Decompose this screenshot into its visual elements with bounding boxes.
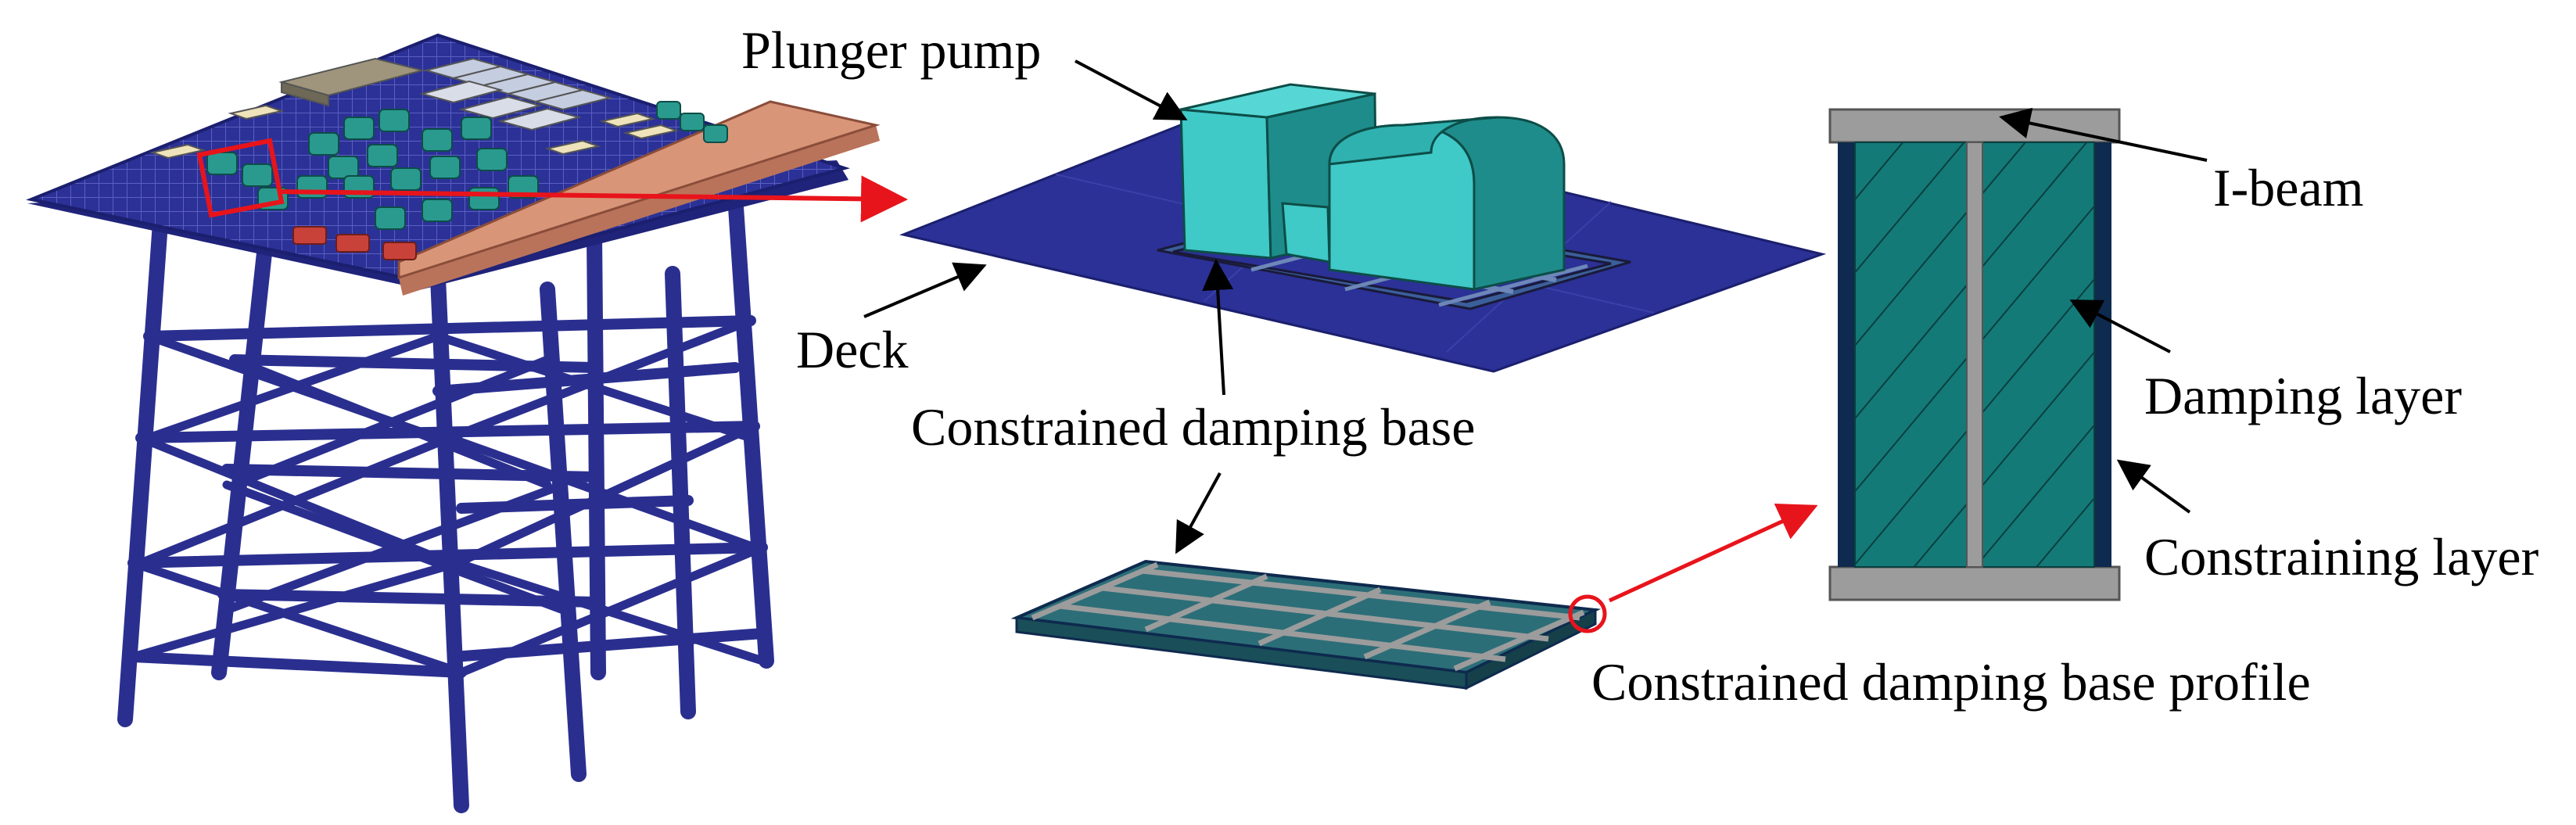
label-constraining-layer: Constraining layer bbox=[2144, 527, 2539, 586]
constraining-layer-right bbox=[2094, 142, 2111, 567]
label-damping-layer: Damping layer bbox=[2144, 366, 2462, 425]
deck-red-tanks bbox=[292, 226, 417, 260]
label-constrained-damping-base: Constrained damping base bbox=[911, 397, 1476, 457]
label-plunger-pump: Plunger pump bbox=[741, 20, 1042, 80]
i-beam-top-flange bbox=[1828, 108, 2121, 144]
label-base-profile: Constrained damping base profile bbox=[1591, 652, 2311, 712]
zoom-arrow-pump bbox=[277, 175, 908, 223]
label-i-beam: I-beam bbox=[2213, 158, 2364, 217]
leader-arrows bbox=[863, 59, 2208, 554]
constraining-layer-left bbox=[1838, 142, 1855, 567]
equipment-modules bbox=[149, 57, 680, 160]
plunger-pump-body bbox=[1179, 83, 1566, 291]
i-beam-bottom-flange bbox=[1828, 565, 2121, 601]
pump-highlight-box bbox=[196, 138, 285, 218]
zoom-arrow-profile bbox=[1608, 504, 1818, 603]
offshore-platform bbox=[26, 33, 881, 813]
i-beam-web bbox=[1966, 142, 1983, 568]
label-deck: Deck bbox=[796, 320, 909, 379]
damping-layer-left bbox=[1854, 142, 1968, 568]
helideck-strip bbox=[397, 100, 881, 296]
jacket-diagonals bbox=[128, 316, 767, 677]
base-profile-section bbox=[1828, 108, 2121, 601]
damping-layer-right bbox=[1982, 142, 2095, 568]
profile-callout-circle bbox=[1568, 594, 1607, 633]
pump-detail bbox=[899, 83, 1827, 373]
damping-base-frame bbox=[1010, 559, 1607, 690]
